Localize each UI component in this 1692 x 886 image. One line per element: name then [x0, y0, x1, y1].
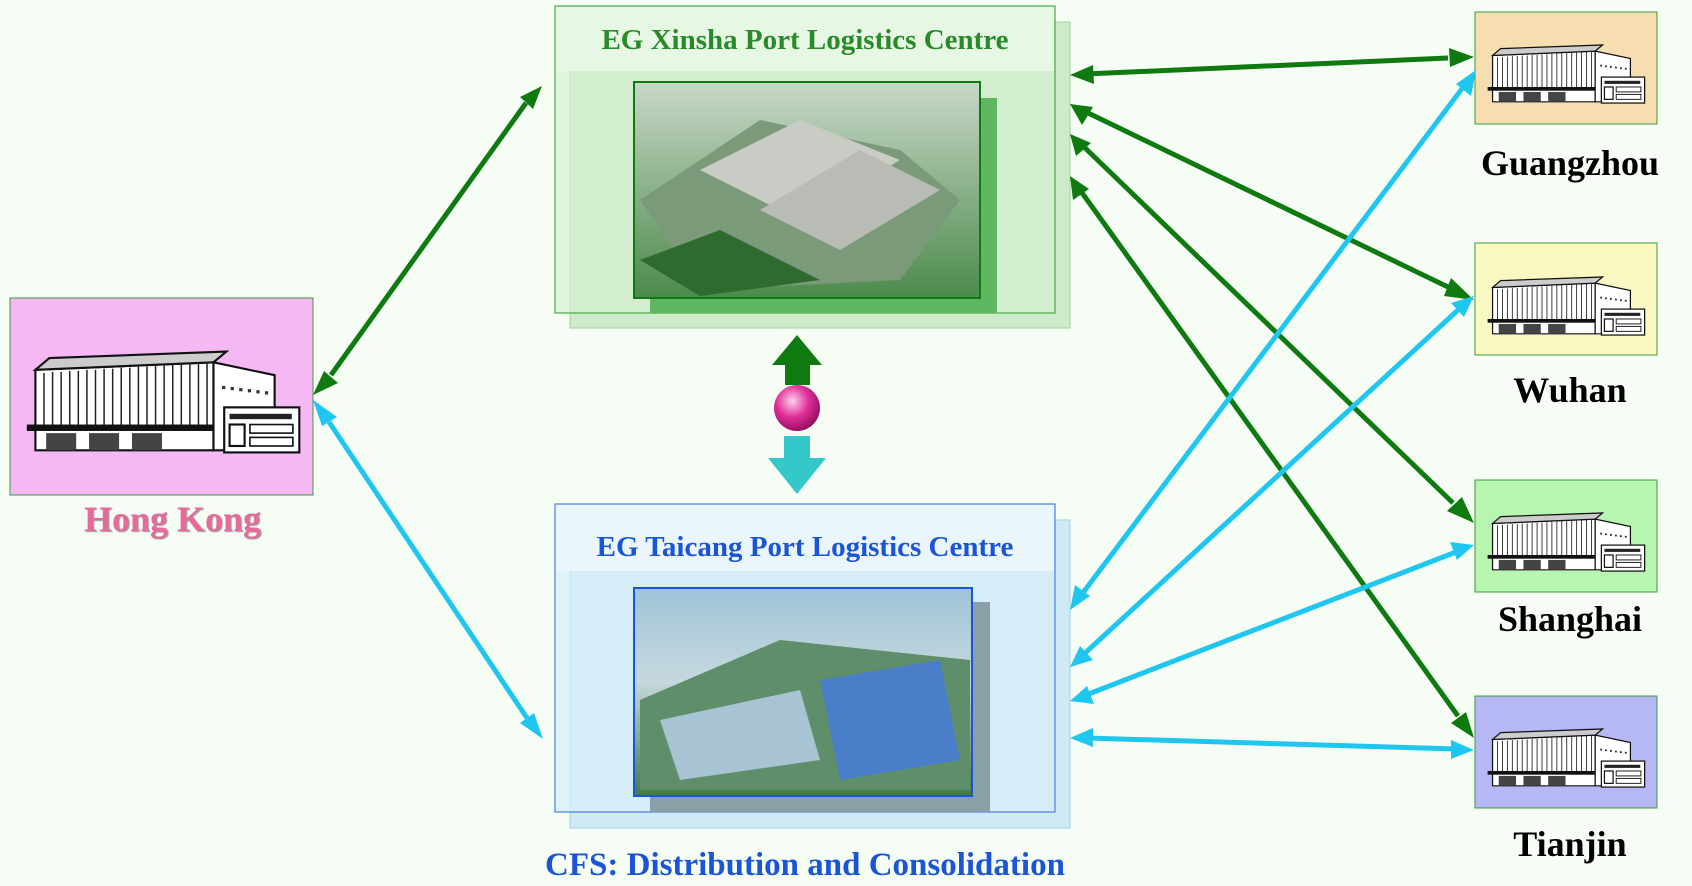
xinsha-city-arrows	[1070, 48, 1474, 738]
taicang-title-band	[556, 505, 1054, 571]
centre-link-arrow	[768, 335, 826, 494]
city-label-shanghai: Shanghai	[1497, 599, 1643, 639]
xinsha-title-band	[556, 7, 1054, 71]
taicang-city-arrows	[1070, 70, 1476, 759]
city-label-guangzhou: Guangzhou	[1480, 143, 1660, 183]
xinsha-title: EG Xinsha Port Logistics Centre	[601, 24, 1009, 56]
hk-xinsha-arrow	[313, 86, 542, 395]
taicang-title: EG Taicang Port Logistics Centre	[596, 531, 1014, 563]
taicang-photo	[633, 587, 973, 797]
cfs-caption: CFS: Distribution and Consolidation	[545, 847, 1065, 883]
hk-taicang-arrow	[313, 400, 543, 739]
city-label-wuhan: Wuhan	[1513, 370, 1627, 410]
xinsha-photo	[633, 81, 981, 299]
centre-node-ball	[774, 385, 820, 431]
city-label-tianjin: Tianjin	[1513, 824, 1627, 864]
hub-label: Hong Kong	[83, 499, 262, 539]
